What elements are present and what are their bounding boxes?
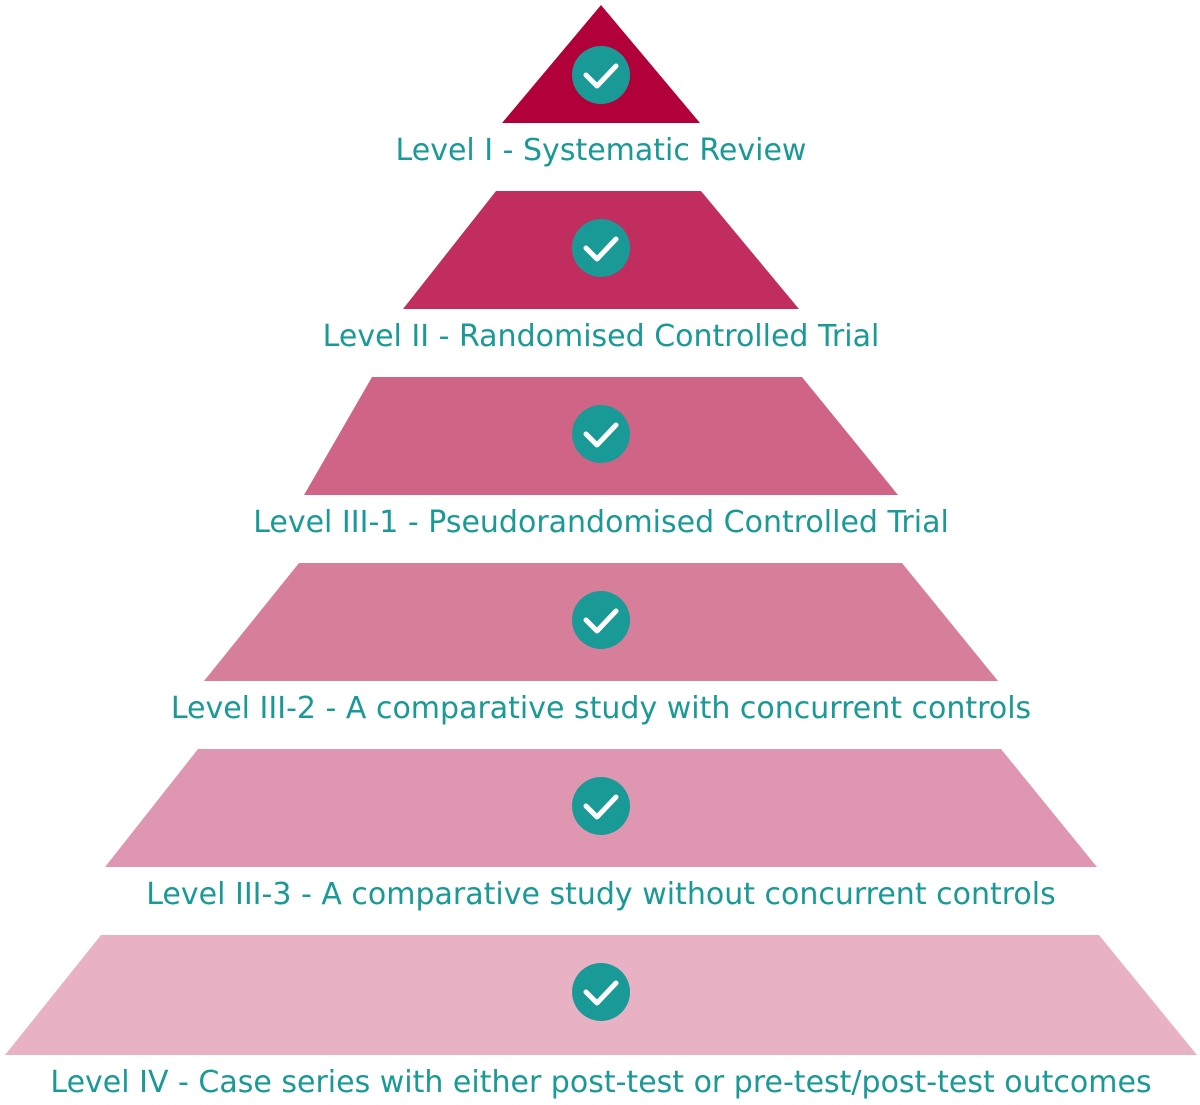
level-4-label: Level III-2 - A comparative study with c… xyxy=(171,691,1031,726)
check-circle-icon xyxy=(572,219,630,277)
check-circle-icon xyxy=(572,591,630,649)
level-3-label: Level III-1 - Pseudorandomised Controlle… xyxy=(253,505,949,540)
check-circle-icon xyxy=(572,963,630,1021)
pyramid-level-3: Level III-1 - Pseudorandomised Controlle… xyxy=(253,377,949,540)
check-circle-icon xyxy=(572,777,630,835)
pyramid-level-1: Level I - Systematic Review xyxy=(396,5,807,168)
pyramid-level-2: Level II - Randomised Controlled Trial xyxy=(323,191,880,354)
level-5-label: Level III-3 - A comparative study withou… xyxy=(146,877,1056,912)
pyramid-level-5: Level III-3 - A comparative study withou… xyxy=(105,749,1097,912)
level-2-label: Level II - Randomised Controlled Trial xyxy=(323,319,880,354)
level-1-label: Level I - Systematic Review xyxy=(396,133,807,168)
level-6-label: Level IV - Case series with either post-… xyxy=(50,1065,1151,1100)
check-circle-icon xyxy=(572,46,630,104)
pyramid-level-6: Level IV - Case series with either post-… xyxy=(5,935,1197,1100)
check-circle-icon xyxy=(572,405,630,463)
pyramid-level-4: Level III-2 - A comparative study with c… xyxy=(171,563,1031,726)
